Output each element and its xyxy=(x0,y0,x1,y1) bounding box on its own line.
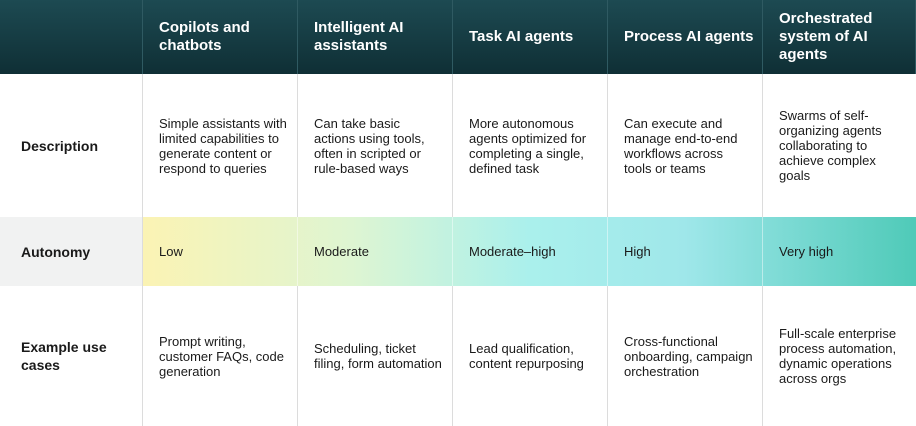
use-case-cell-process-agents: Cross-functional onboarding, campaign or… xyxy=(608,286,763,426)
use-case-cell-orchestrated-system: Full-scale enterprise process automation… xyxy=(779,326,897,386)
header-corner xyxy=(0,0,143,74)
column-header-task-agents: Task AI agents xyxy=(453,0,608,74)
row-label-use-cases: Example use cases xyxy=(0,286,143,426)
description-cell-orchestrated-system: Swarms of self-organizing agents collabo… xyxy=(779,108,882,183)
description-cell-intelligent-assistants: Can take basic actions using tools, ofte… xyxy=(298,74,453,217)
column-header-orchestrated-system: Orchestrated system of AI agents xyxy=(763,0,916,74)
column-header-process-agents: Process AI agents xyxy=(608,0,763,74)
use-case-cell-copilots: Prompt writing, customer FAQs, code gene… xyxy=(143,286,298,426)
autonomy-cell-intelligent-assistants: Moderate xyxy=(298,217,453,286)
autonomy-cell-copilots: Low xyxy=(143,217,298,286)
autonomy-cell-orchestrated-system: Very high xyxy=(779,244,834,259)
description-cell-copilots: Simple assistants with limited capabilit… xyxy=(143,74,298,217)
row-label-autonomy: Autonomy xyxy=(0,217,143,286)
use-case-cell-intelligent-assistants: Scheduling, ticket filing, form automati… xyxy=(298,286,453,426)
autonomy-gradient-band: Low Moderate Moderate–high High Very hig… xyxy=(143,217,916,286)
use-case-cell-task-agents: Lead qualification, content repurposing xyxy=(453,286,608,426)
description-cell-task-agents: More autonomous agents optimized for com… xyxy=(453,74,608,217)
row-label-description: Description xyxy=(0,74,143,217)
autonomy-cell-process-agents: High xyxy=(608,217,763,286)
column-header-intelligent-assistants: Intelligent AI assistants xyxy=(298,0,453,74)
description-cell-process-agents: Can execute and manage end-to-end workfl… xyxy=(608,74,763,217)
autonomy-cell-task-agents: Moderate–high xyxy=(453,217,608,286)
column-header-copilots: Copilots and chatbots xyxy=(143,0,298,74)
